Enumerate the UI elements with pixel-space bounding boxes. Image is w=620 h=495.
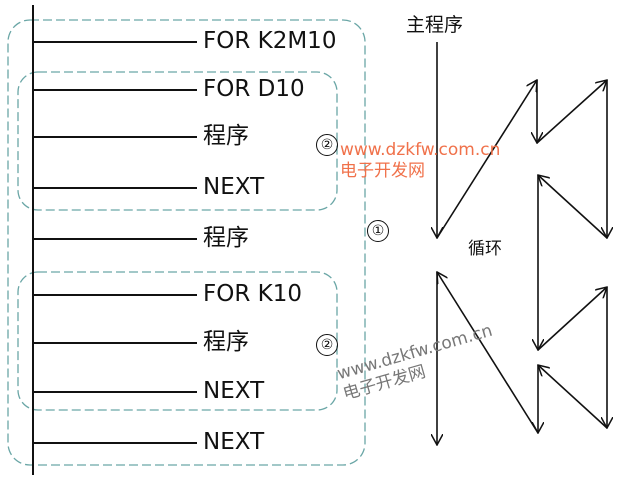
- main-program-title: 主程序: [406, 14, 464, 36]
- watermark-url: www.dzkfw.com.cn: [340, 140, 501, 160]
- rung-label: FOR D10: [203, 76, 305, 102]
- outer-loop-box: [7, 19, 366, 466]
- watermark-name: 电子开发网: [340, 161, 425, 181]
- flow-arrow: [436, 80, 537, 239]
- rung-label: FOR K2M10: [203, 28, 337, 54]
- flow-arrow: [437, 272, 539, 434]
- rung-label: 程序: [203, 225, 249, 251]
- marker-inner-top: ②: [316, 134, 338, 156]
- marker-inner-bottom: ②: [316, 334, 338, 356]
- flow-arrow: [536, 80, 607, 144]
- rung-label: NEXT: [203, 378, 265, 404]
- flow-arrow: [538, 175, 608, 239]
- rung-label: 程序: [203, 329, 249, 355]
- flow-arrow: [538, 365, 608, 429]
- loop-label: 循环: [468, 239, 502, 259]
- rung-label: NEXT: [203, 429, 265, 455]
- rung-label: FOR K10: [203, 281, 302, 307]
- rung-label: 程序: [203, 123, 249, 149]
- marker-outer: ①: [367, 220, 389, 242]
- rung-label: NEXT: [203, 174, 265, 200]
- flow-arrow: [537, 287, 607, 351]
